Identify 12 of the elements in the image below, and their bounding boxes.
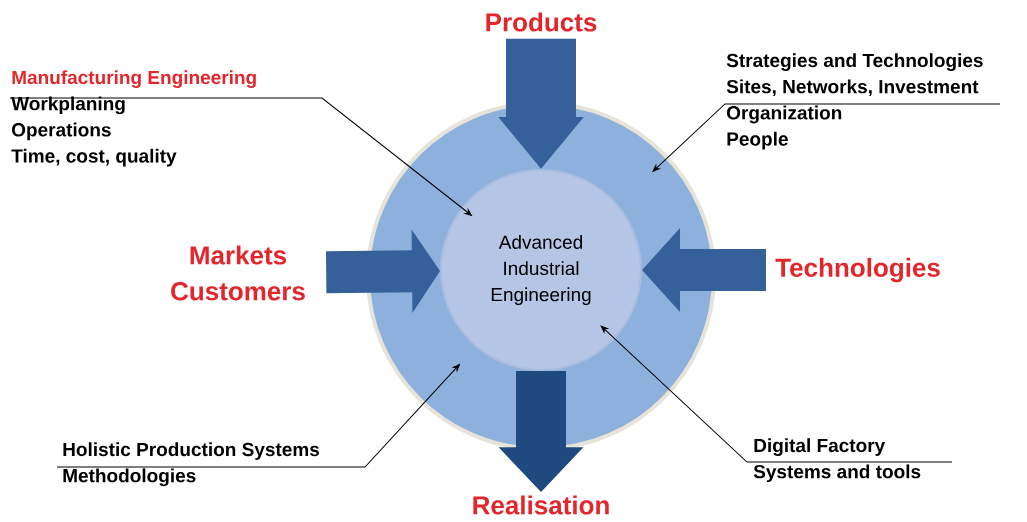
category-label: Technologies <box>775 257 940 283</box>
leader-line <box>56 364 460 468</box>
leader-line <box>9 97 472 216</box>
category-label: Markets Customers <box>171 245 305 301</box>
leader-line <box>652 103 1001 172</box>
leader-line <box>600 325 953 463</box>
category-label: Realisation <box>473 495 609 515</box>
text-list: Holistic Production Systems Methodologies <box>63 442 320 487</box>
text-list: Digital Factory Systems and tools <box>753 438 921 483</box>
category-label: Products <box>486 12 597 32</box>
text-list: Manufacturing Engineering Workplaning Operations Time, cost, quality <box>11 70 256 167</box>
text-list: Strategies and Technologies Sites, Networks, Investment Organization People <box>726 53 983 150</box>
